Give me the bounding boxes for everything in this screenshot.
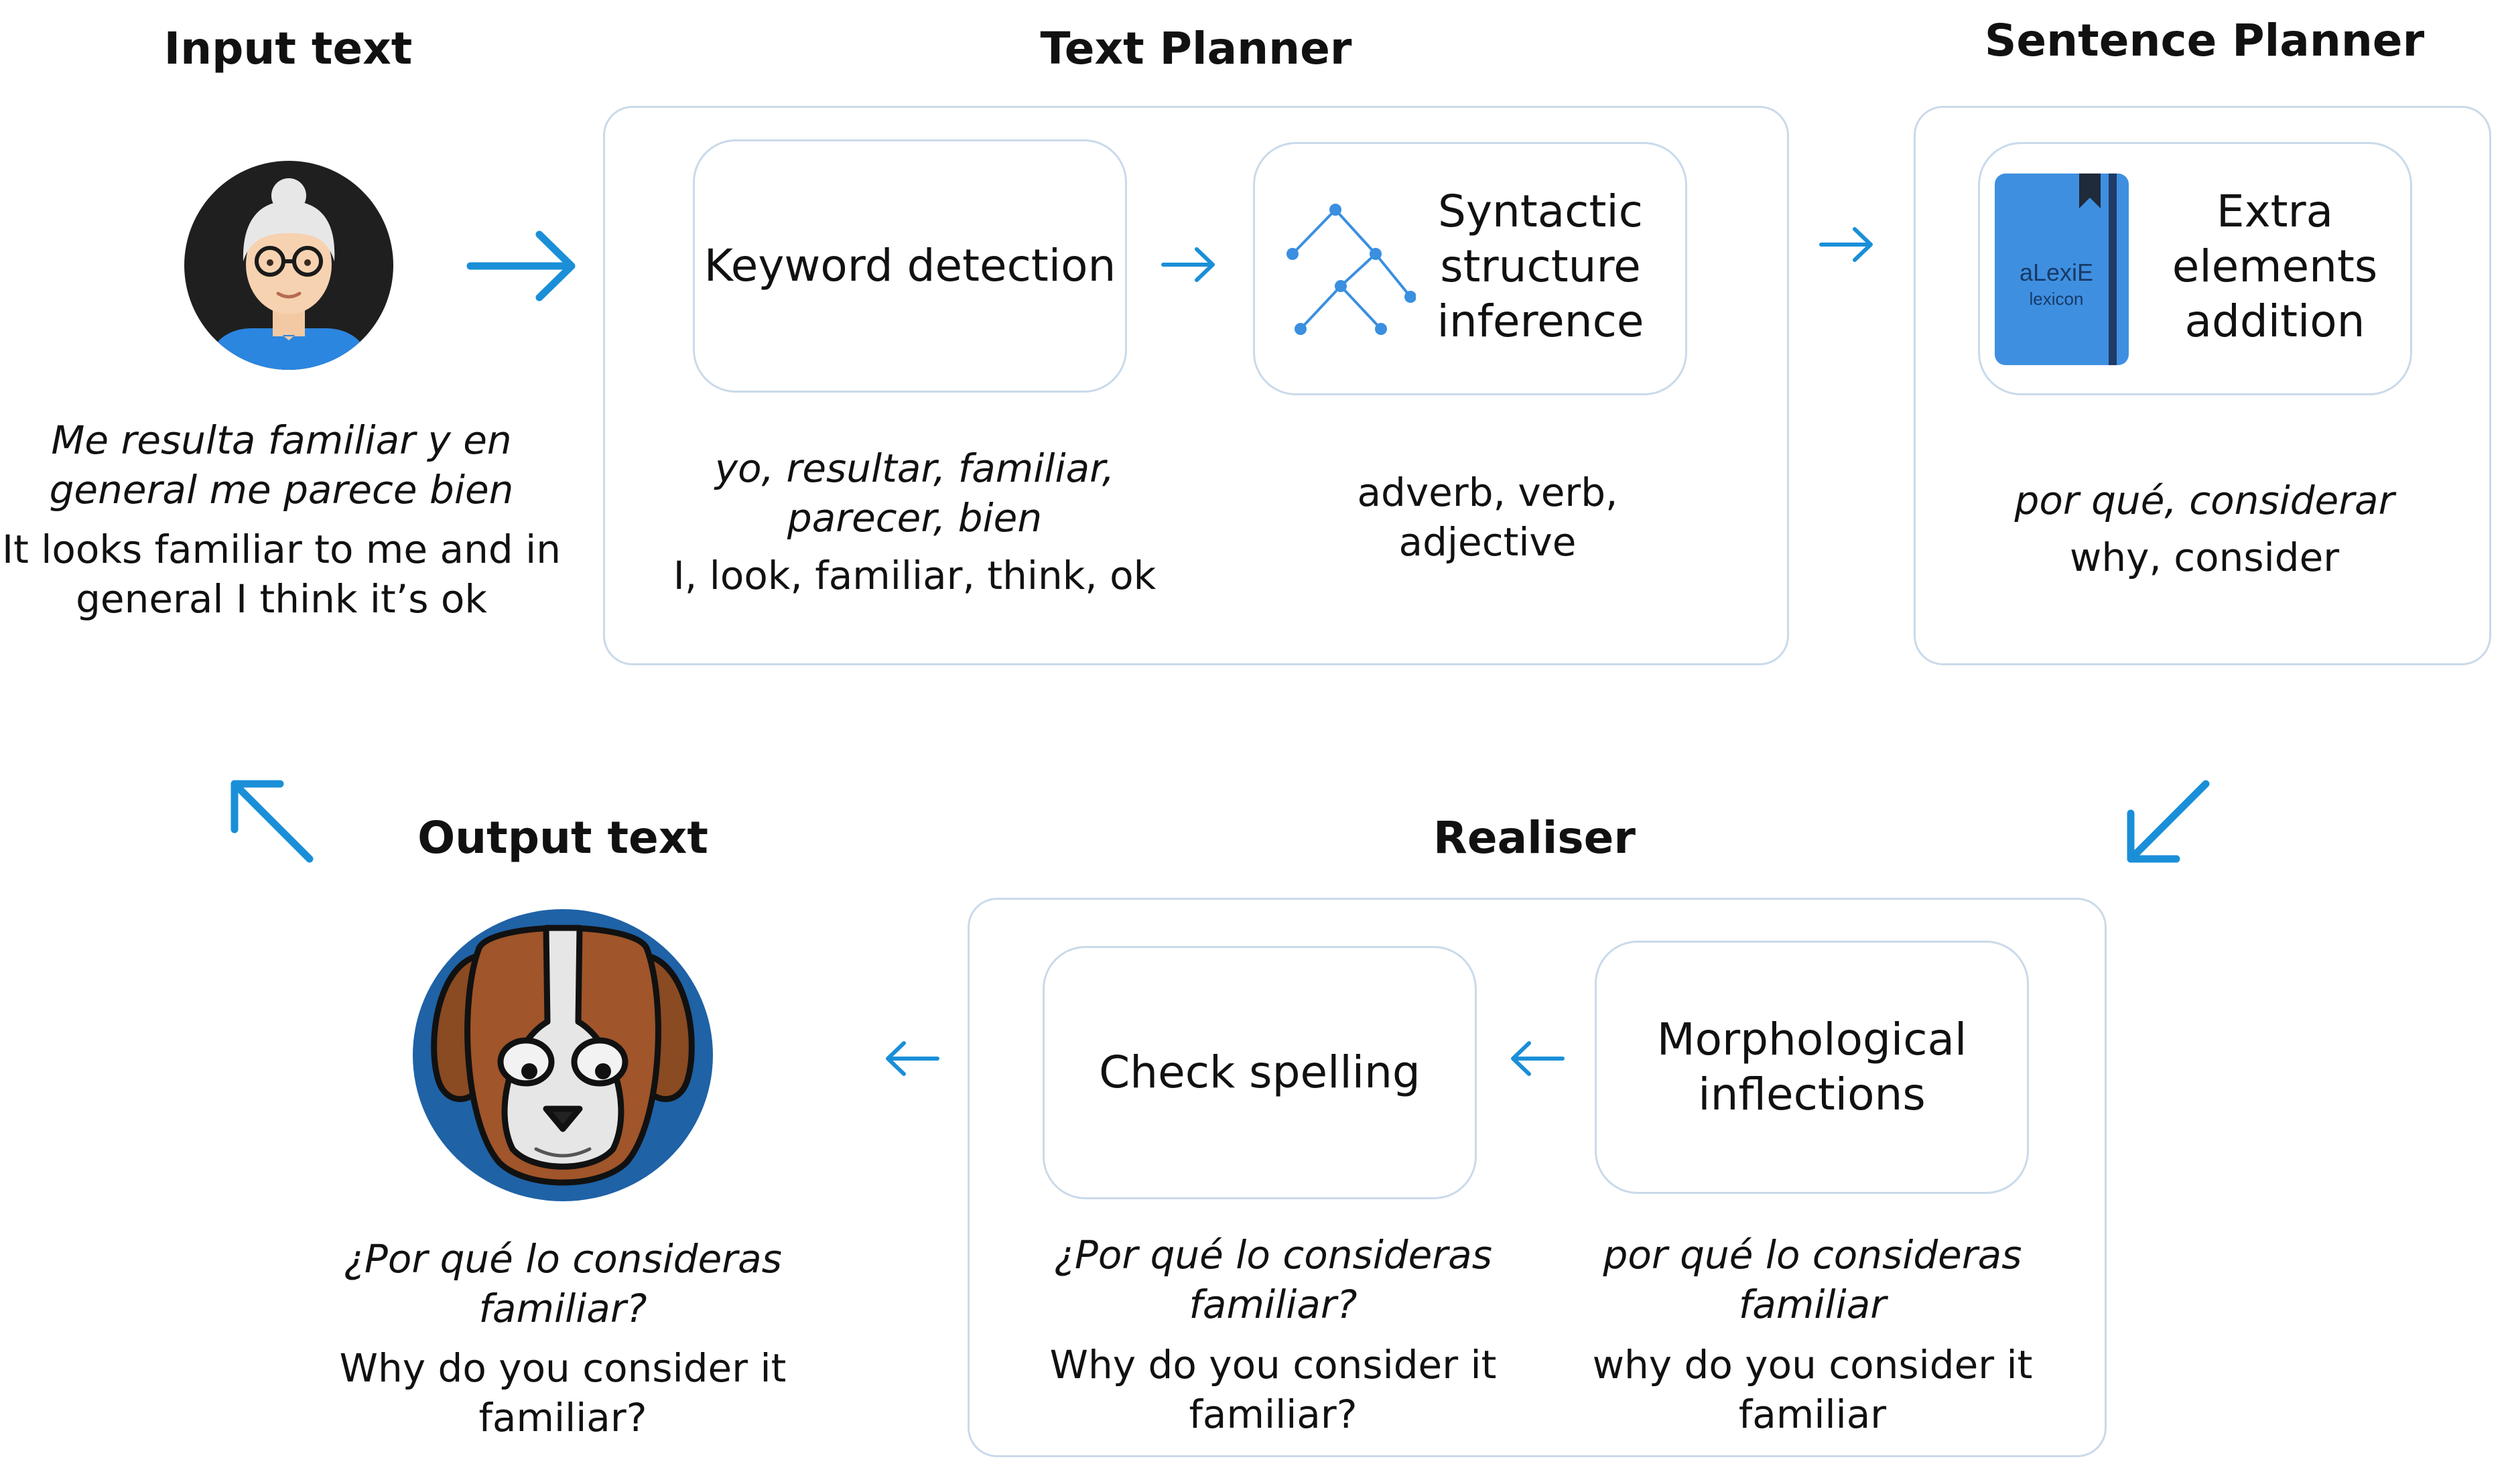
- check-spelling-card: Check spelling: [1043, 946, 1477, 1199]
- arrow-icon: [1819, 227, 1873, 262]
- spell-english-text: Why do you consider it familiar?: [1049, 1342, 1497, 1437]
- keyword-detection-card: Keyword detection: [693, 139, 1127, 393]
- arrow-icon: [2127, 780, 2210, 863]
- sentence-planner-english-text: why, consider: [2069, 535, 2340, 580]
- input-english-text: It looks familiar to me and in general I…: [2, 527, 561, 622]
- realiser-title: Realiser: [1433, 812, 1636, 864]
- morph-spanish-text: por qué lo consideras familiar: [1603, 1232, 2022, 1327]
- morph-english-text: why do you consider it familiar: [1592, 1342, 2033, 1437]
- input-spanish-text: Me resulta familiar y en general me pare…: [49, 417, 514, 513]
- text-planner-title: Text Planner: [1040, 23, 1352, 74]
- dog-avatar-icon: [413, 909, 713, 1201]
- user-avatar-icon: [184, 161, 393, 370]
- syntactic-structure-label: Syntactic structure inference: [1437, 186, 1644, 347]
- syntactic-structure-card: Syntactic structure inference: [1253, 142, 1687, 395]
- book-icon: aLexiE lexicon: [1995, 174, 2129, 365]
- input-title: Input text: [163, 23, 413, 74]
- output-spanish-text: ¿Por qué lo consideras familiar?: [344, 1236, 782, 1331]
- book-title: aLexiE: [2020, 259, 2093, 286]
- sentence-planner-title: Sentence Planner: [1984, 15, 2425, 66]
- morphological-inflections-card: Morphological inflections: [1595, 941, 2029, 1194]
- extra-elements-card: aLexiE lexicon Extra elements addition: [1978, 142, 2412, 395]
- keyword-detection-label: Keyword detection: [704, 240, 1116, 291]
- tree-icon: [1286, 204, 1416, 335]
- syntactic-output-text: adverb, verb, adjective: [1357, 470, 1618, 565]
- book-subtitle: lexicon: [2030, 289, 2084, 309]
- arrow-icon: [1161, 247, 1215, 282]
- output-english-text: Why do you consider it familiar?: [339, 1345, 787, 1440]
- spell-spanish-text: ¿Por qué lo consideras familiar?: [1054, 1232, 1492, 1327]
- output-title: Output text: [417, 812, 708, 864]
- extra-elements-label: Extra elements addition: [2172, 186, 2378, 347]
- arrow-icon: [466, 230, 576, 301]
- arrow-icon: [886, 1041, 939, 1076]
- sentence-planner-spanish-text: por qué, considerar: [2014, 478, 2395, 523]
- check-spelling-label: Check spelling: [1099, 1047, 1421, 1098]
- arrow-icon: [230, 780, 314, 863]
- morphological-inflections-label: Morphological inflections: [1656, 1014, 1967, 1120]
- keyword-spanish-text: yo, resultar, familiar, parecer, bien: [714, 446, 1115, 541]
- arrow-icon: [1511, 1041, 1565, 1076]
- keyword-english-text: I, look, familiar, think, ok: [673, 553, 1157, 598]
